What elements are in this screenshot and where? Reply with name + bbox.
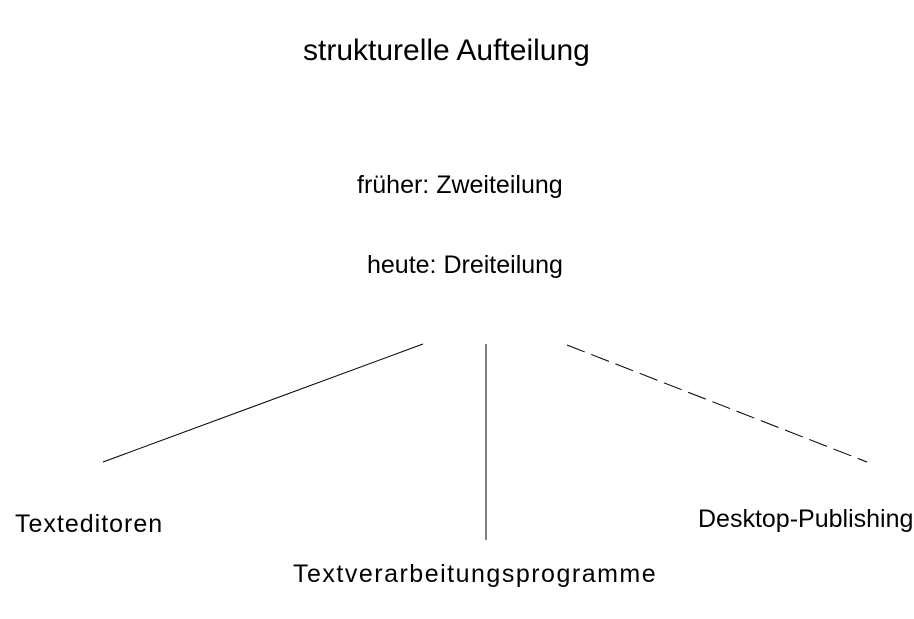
branch-label-desktop-publishing: Desktop-Publishing [698,505,914,533]
subtitle-earlier-zweiteilung: früher: Zweiteilung [357,171,563,199]
branch-line-desktop-publishing [566,344,868,463]
branch-label-texteditoren: Texteditoren [15,510,164,538]
branch-label-textverarbeitungsprogramme: Textverarbeitungsprogramme [293,560,658,588]
subtitle-today-dreiteilung: heute: Dreiteilung [367,251,563,279]
slide-title: strukturelle Aufteilung [303,34,590,67]
branch-line-texteditoren [102,343,424,463]
